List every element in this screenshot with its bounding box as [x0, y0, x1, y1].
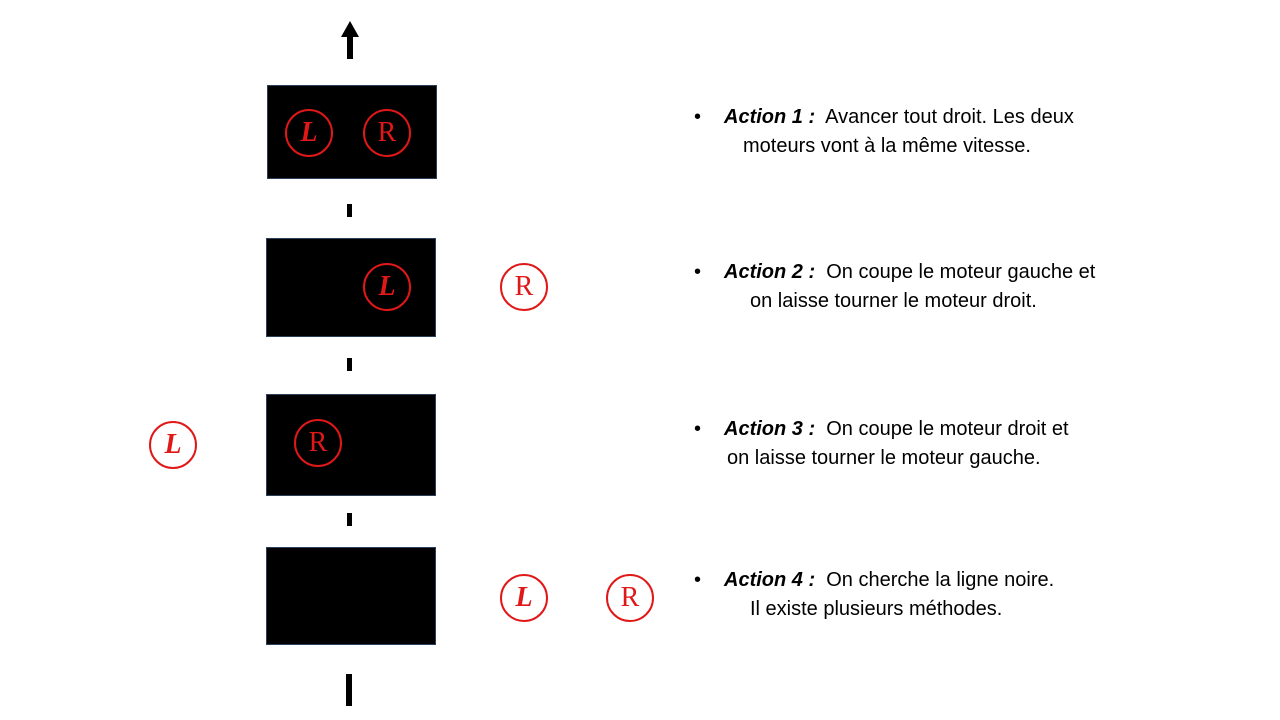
motor-right-icon: R — [294, 419, 342, 467]
action-line-1: Action 4 : On cherche la ligne noire. — [724, 566, 1054, 595]
motor-left-icon: L — [285, 109, 333, 157]
action-label: Action 1 : — [724, 106, 816, 128]
action-line-2: on laisse tourner le moteur droit. — [750, 290, 1037, 312]
motor-left-icon: L — [363, 263, 411, 311]
action-line-1: Action 2 : On coupe le moteur gauche et — [724, 258, 1095, 287]
robot-block-4 — [266, 547, 436, 645]
bullet-dot-icon: • — [694, 106, 702, 128]
bullet-dot-icon: • — [694, 418, 702, 440]
robot-block-3 — [266, 394, 436, 496]
motor-right-icon: R — [606, 574, 654, 622]
line-segment — [347, 358, 352, 371]
arrow-up-icon — [341, 21, 359, 37]
arrow-shaft — [347, 36, 353, 59]
line-segment — [346, 674, 352, 706]
action-line-2: Il existe plusieurs méthodes. — [750, 598, 1003, 620]
action-label: Action 3 : — [724, 418, 816, 440]
motor-right-icon: R — [363, 109, 411, 157]
motor-left-icon: L — [149, 421, 197, 469]
action-label: Action 4 : — [724, 569, 816, 591]
action-line-1: Action 1 : Avancer tout droit. Les deux — [724, 103, 1074, 132]
action-text: On cherche la ligne noire. — [826, 569, 1055, 591]
action-line-2: on laisse tourner le moteur gauche. — [727, 447, 1041, 469]
motor-left-icon: L — [500, 574, 548, 622]
action-text: On coupe le moteur gauche et — [826, 261, 1096, 283]
action-text: On coupe le moteur droit et — [826, 418, 1069, 440]
line-segment — [347, 513, 352, 526]
line-segment — [347, 204, 352, 217]
action-label: Action 2 : — [724, 261, 816, 283]
motor-right-icon: R — [500, 263, 548, 311]
action-line-2: moteurs vont à la même vitesse. — [743, 135, 1031, 157]
action-line-1: Action 3 : On coupe le moteur droit et — [724, 415, 1069, 444]
bullet-dot-icon: • — [694, 261, 702, 283]
bullet-dot-icon: • — [694, 569, 702, 591]
action-text: Avancer tout droit. Les deux — [825, 106, 1074, 128]
